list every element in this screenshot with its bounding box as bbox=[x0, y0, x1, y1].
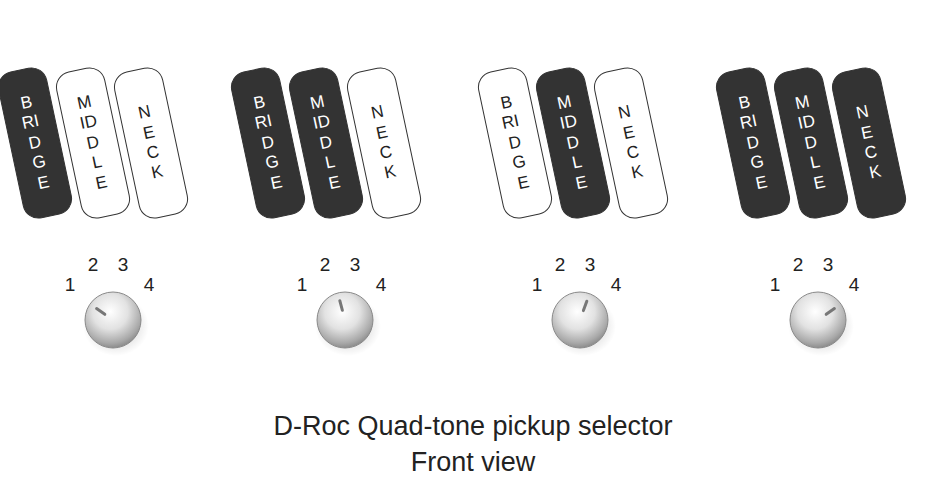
pickup-name: BRIDGE bbox=[16, 91, 54, 194]
pickup-name: NECK bbox=[367, 101, 401, 184]
position-number: 1 bbox=[532, 274, 543, 296]
pickup-name: MIDDLE bbox=[307, 91, 345, 194]
pickup-name: NECK bbox=[614, 101, 648, 184]
selector-knob bbox=[315, 292, 381, 356]
position-number: 2 bbox=[88, 254, 99, 276]
position-number: 3 bbox=[823, 254, 834, 276]
caption-text: D-Roc Quad-tone pickup selector Front vi… bbox=[258, 408, 688, 481]
position-number: 2 bbox=[555, 254, 566, 276]
position-number: 3 bbox=[350, 254, 361, 276]
position-number: 2 bbox=[320, 254, 331, 276]
position-number: 3 bbox=[585, 254, 596, 276]
pickup-name: MIDDLE bbox=[554, 91, 592, 194]
selector-knob bbox=[788, 292, 854, 356]
selector-knob bbox=[83, 292, 149, 356]
position-number: 3 bbox=[118, 254, 129, 276]
selector-knob bbox=[550, 292, 616, 356]
pickup-name: NECK bbox=[134, 101, 168, 184]
position-number: 4 bbox=[144, 274, 155, 296]
position-number: 4 bbox=[611, 274, 622, 296]
position-number: 4 bbox=[849, 274, 860, 296]
pickup-name: BRIDGE bbox=[496, 91, 534, 194]
position-number: 2 bbox=[793, 254, 804, 276]
pickup-name: MIDDLE bbox=[792, 91, 830, 194]
position-number: 1 bbox=[65, 274, 76, 296]
pickup-name: NECK bbox=[852, 101, 886, 184]
position-number: 1 bbox=[297, 274, 308, 296]
position-number: 1 bbox=[770, 274, 781, 296]
position-number: 4 bbox=[376, 274, 387, 296]
pickup-name: BRIDGE bbox=[734, 91, 772, 194]
pickup-name: MIDDLE bbox=[74, 91, 112, 194]
pickup-name: BRIDGE bbox=[249, 91, 287, 194]
